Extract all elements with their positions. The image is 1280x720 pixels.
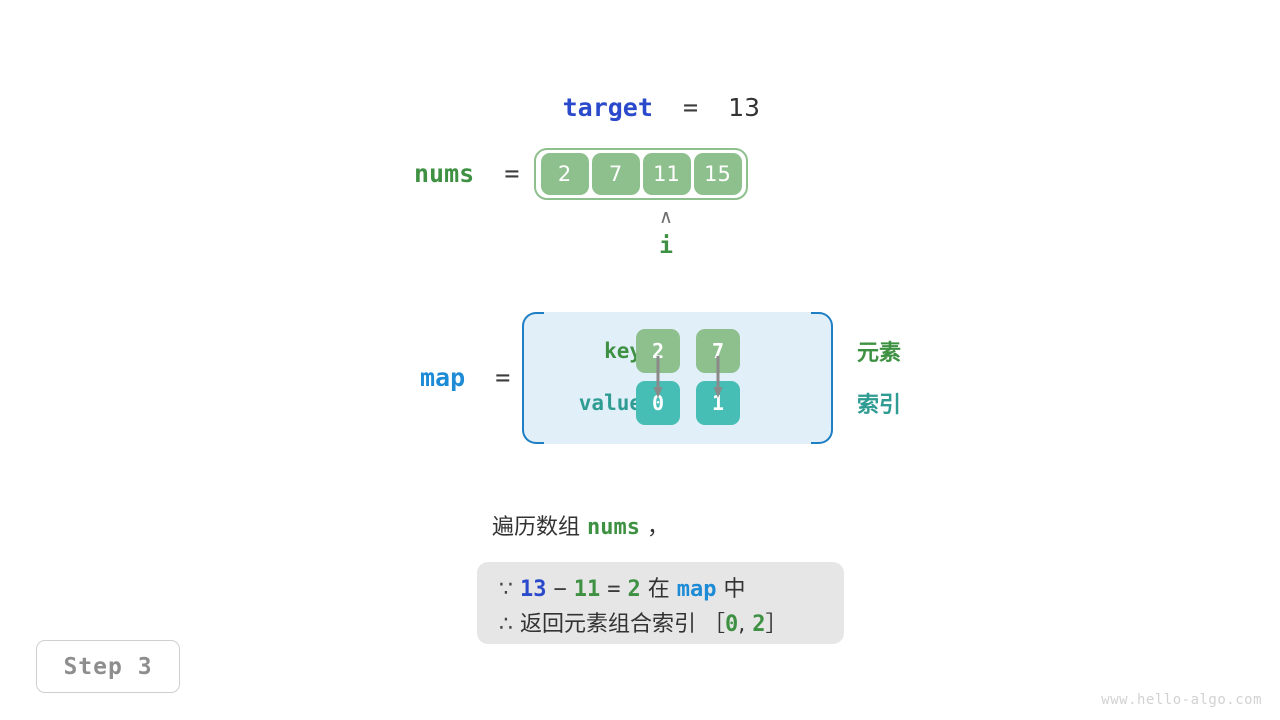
nums-equals-sign: = — [504, 159, 520, 188]
nums-cell: 2 — [540, 153, 589, 195]
description-code-nums: nums — [587, 515, 640, 540]
result-operand-current: 11 — [573, 577, 601, 602]
map-key-cell: 7 — [696, 329, 740, 373]
target-equals-sign: = — [683, 93, 699, 122]
result-conclusion-text: 返回元素组合索引 ［ — [520, 612, 725, 637]
index-pointer-label: i — [659, 233, 673, 259]
result-box: ∵ 13 − 11 = 2 在 map 中 ∴ 返回元素组合索引 ［0, 2］ — [477, 562, 844, 644]
description-prefix: 遍历数组 — [492, 515, 587, 540]
watermark: www.hello-algo.com — [1101, 692, 1262, 708]
result-index-second: 2 — [752, 612, 766, 637]
description-suffix: ， — [639, 515, 669, 540]
map-mapping-arrow-icon — [712, 356, 724, 400]
map-left-bracket-icon — [522, 312, 544, 444]
description-line: 遍历数组 nums ， — [492, 513, 669, 543]
map-mapping-arrow-icon — [652, 356, 664, 400]
map-key-row-label: key — [604, 339, 642, 363]
result-index-comma: , — [738, 612, 753, 637]
index-pointer-caret-icon: ∧ — [659, 206, 673, 228]
target-value: 13 — [728, 93, 760, 122]
map-declaration: map = — [420, 363, 510, 393]
annotation-element: 元素 — [857, 341, 902, 366]
nums-cell: 7 — [591, 153, 640, 195]
annotation-index: 索引 — [857, 393, 902, 418]
result-complement: 2 — [627, 577, 641, 602]
result-map-name: map — [676, 577, 717, 602]
target-declaration: target = 13 — [0, 92, 760, 124]
result-line-conclusion: ∴ 返回元素组合索引 ［0, 2］ — [499, 607, 822, 642]
hash-map-container: key value 2 0 7 1 — [522, 312, 833, 444]
map-value-row-label: value — [578, 391, 642, 415]
result-operand-target: 13 — [520, 577, 547, 602]
map-variable-name: map — [420, 363, 466, 392]
nums-declaration: nums = — [414, 159, 519, 189]
therefore-symbol-icon: ∴ — [499, 612, 513, 637]
step-badge: Step 3 — [36, 640, 180, 693]
result-line-premise: ∵ 13 − 11 = 2 在 map 中 — [499, 572, 822, 607]
nums-cell: 15 — [693, 153, 742, 195]
result-tail-text: 中 — [723, 577, 746, 602]
nums-array: 2 7 11 15 — [534, 148, 748, 200]
map-equals-sign: = — [495, 363, 511, 392]
nums-variable-name: nums — [414, 159, 475, 188]
nums-cell: 11 — [642, 153, 691, 195]
result-bracket-close: ］ — [765, 612, 788, 637]
result-equals-sign: = — [607, 577, 621, 602]
target-variable-name: target — [562, 93, 653, 122]
because-symbol-icon: ∵ — [499, 577, 513, 602]
result-minus-sign: − — [553, 577, 567, 602]
result-index-first: 0 — [725, 612, 739, 637]
map-right-bracket-icon — [811, 312, 833, 444]
result-in-text: 在 — [647, 577, 670, 602]
